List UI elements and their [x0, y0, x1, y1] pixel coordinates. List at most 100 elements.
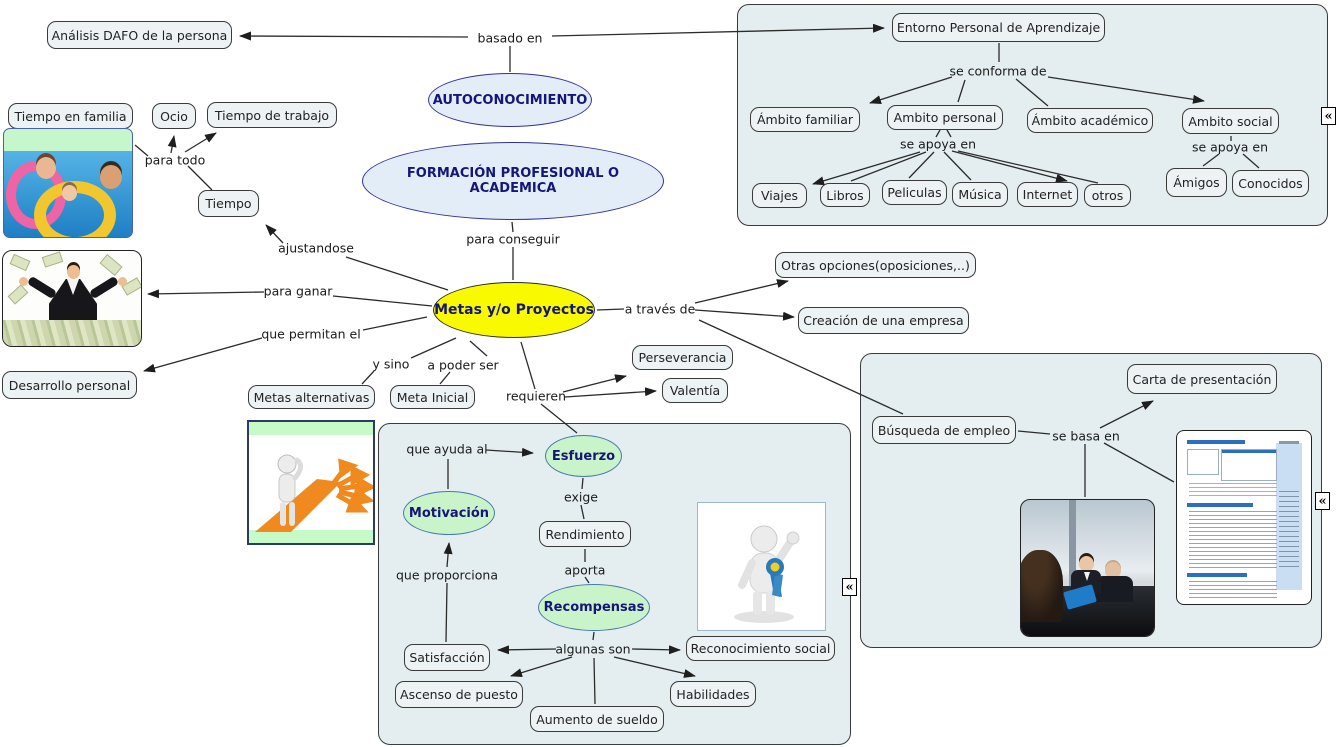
node-libros[interactable]: Libros: [820, 183, 870, 207]
node-creacion-empresa[interactable]: Creación de una empresa: [798, 307, 969, 334]
photo-art: [3, 320, 141, 346]
node-carta-presentacion[interactable]: Carta de presentación: [1127, 364, 1277, 394]
node-musica[interactable]: Música: [952, 182, 1008, 207]
link-que-proporciona[interactable]: que proporciona: [396, 567, 498, 583]
photo-art: [26, 275, 58, 300]
photo-art: [1084, 572, 1090, 581]
link-que-permitan-el[interactable]: que permitan el: [261, 326, 361, 342]
photo-art: [1105, 562, 1121, 579]
photo-art: [67, 265, 80, 279]
link-se-basa-en[interactable]: se basa en: [1052, 428, 1120, 444]
link-se-conforma-de[interactable]: se conforma de: [949, 63, 1047, 79]
node-aumento-sueldo[interactable]: Aumento de sueldo: [530, 706, 664, 732]
node-desarrollo-personal[interactable]: Desarrollo personal: [2, 371, 137, 399]
photo-art: [1021, 550, 1063, 622]
node-metas-proyectos[interactable]: Metas y/o Proyectos: [433, 282, 595, 338]
node-reconocimiento-social[interactable]: Reconocimiento social: [686, 636, 835, 661]
node-ambito-academico[interactable]: Ámbito académico: [1027, 108, 1153, 133]
photo-art: [1221, 449, 1277, 481]
award-figure-image[interactable]: [697, 502, 826, 631]
alternative-paths-image[interactable]: [247, 420, 375, 545]
node-internet[interactable]: Internet: [1017, 182, 1078, 207]
photo-art: [734, 525, 800, 623]
collapse-icon[interactable]: «: [1315, 492, 1330, 510]
interview-photo[interactable]: [1020, 499, 1155, 637]
photo-art: [62, 185, 77, 201]
photo-art: [100, 165, 122, 189]
node-analisis-dafo[interactable]: Análisis DAFO de la persona: [47, 21, 232, 49]
link-a-poder-ser[interactable]: a poder ser: [427, 357, 499, 373]
node-motivacion[interactable]: Motivación: [403, 491, 495, 535]
photo-art: [255, 454, 373, 532]
photo-art: [9, 253, 31, 272]
photo-art: [1079, 556, 1094, 572]
link-se-apoya-en-personal[interactable]: se apoya en: [899, 136, 977, 152]
node-satisfaccion[interactable]: Satisfacción: [404, 644, 490, 671]
node-amigos[interactable]: Ámigos: [1166, 168, 1227, 197]
photo-art: [7, 284, 29, 305]
photo-art: [1279, 491, 1299, 571]
link-aporta[interactable]: aporta: [564, 562, 606, 578]
money-photo[interactable]: [2, 250, 142, 347]
node-viajes[interactable]: Viajes: [752, 183, 807, 208]
node-ascenso-puesto[interactable]: Ascenso de puesto: [395, 681, 523, 708]
cv-document-image[interactable]: [1176, 430, 1312, 605]
node-tiempo-en-familia[interactable]: Tiempo en familia: [8, 103, 133, 129]
link-para-todo[interactable]: para todo: [144, 152, 206, 168]
photo-art: [1189, 511, 1277, 569]
node-ambito-personal[interactable]: Ambito personal: [887, 105, 1003, 130]
link-a-traves-de[interactable]: a través de: [624, 301, 696, 317]
photo-art: [1189, 483, 1277, 499]
photo-art: [249, 422, 373, 435]
node-otras-opciones[interactable]: Otras opciones(oposiciones,..): [775, 252, 976, 278]
link-y-sino[interactable]: y sino: [372, 356, 410, 372]
photo-art: [1069, 500, 1076, 590]
link-ajustandose[interactable]: ajustandose: [278, 240, 354, 256]
collapse-icon[interactable]: «: [842, 578, 857, 596]
node-formacion-profesional[interactable]: FORMACIÓN PROFESIONAL O ACADEMICA: [362, 142, 664, 220]
node-conocidos[interactable]: Conocidos: [1232, 170, 1309, 197]
link-basado-en[interactable]: basado en: [477, 30, 543, 46]
link-algunas-son[interactable]: algunas son: [555, 641, 631, 657]
node-peliculas[interactable]: Peliculas: [882, 180, 947, 205]
node-habilidades[interactable]: Habilidades: [670, 681, 756, 707]
node-ambito-social[interactable]: Ambito social: [1182, 108, 1279, 134]
node-autoconocimiento[interactable]: AUTOCONOCIMIENTO: [428, 73, 592, 127]
photo-art: [41, 251, 64, 268]
photo-art: [19, 277, 28, 286]
photo-art: [1189, 581, 1277, 599]
photo-art: [118, 277, 127, 286]
photo-art: [1187, 503, 1253, 507]
link-exige[interactable]: exige: [564, 489, 598, 505]
photo-art: [1187, 440, 1245, 444]
photo-art: [99, 253, 123, 277]
link-requieren[interactable]: requieren: [505, 388, 567, 404]
node-metas-alternativas[interactable]: Metas alternativas: [248, 385, 375, 409]
node-tiempo-de-trabajo[interactable]: Tiempo de trabajo: [207, 102, 337, 128]
node-ambito-familiar[interactable]: Ámbito familiar: [750, 107, 860, 132]
node-ocio[interactable]: Ocio: [152, 103, 196, 129]
node-valentia[interactable]: Valentía: [662, 378, 728, 403]
photo-art: [1187, 573, 1247, 577]
link-se-apoya-en-social[interactable]: se apoya en: [1191, 139, 1269, 155]
link-que-ayuda-al[interactable]: que ayuda al: [406, 441, 488, 457]
node-esfuerzo[interactable]: Esfuerzo: [545, 435, 622, 477]
node-recompensas[interactable]: Recompensas: [538, 584, 650, 631]
photo-art: [36, 157, 56, 179]
node-busqueda-empleo[interactable]: Búsqueda de empleo: [872, 416, 1016, 444]
link-para-ganar[interactable]: para ganar: [263, 283, 333, 299]
node-tiempo[interactable]: Tiempo: [198, 190, 259, 217]
photo-art: [249, 530, 373, 543]
node-rendimiento[interactable]: Rendimiento: [539, 521, 631, 547]
photo-art: [88, 275, 120, 300]
family-pool-photo[interactable]: [3, 128, 133, 238]
photo-art: [1187, 449, 1219, 475]
photo-art: [4, 129, 132, 151]
collapse-icon[interactable]: «: [1321, 107, 1336, 125]
link-para-conseguir[interactable]: para conseguir: [466, 231, 560, 247]
node-entorno-personal-aprendizaje[interactable]: Entorno Personal de Aprendizaje: [892, 13, 1105, 42]
node-perseverancia[interactable]: Perseverancia: [632, 345, 733, 370]
node-otros[interactable]: otros: [1084, 184, 1131, 207]
node-meta-inicial[interactable]: Meta Inicial: [390, 385, 475, 409]
